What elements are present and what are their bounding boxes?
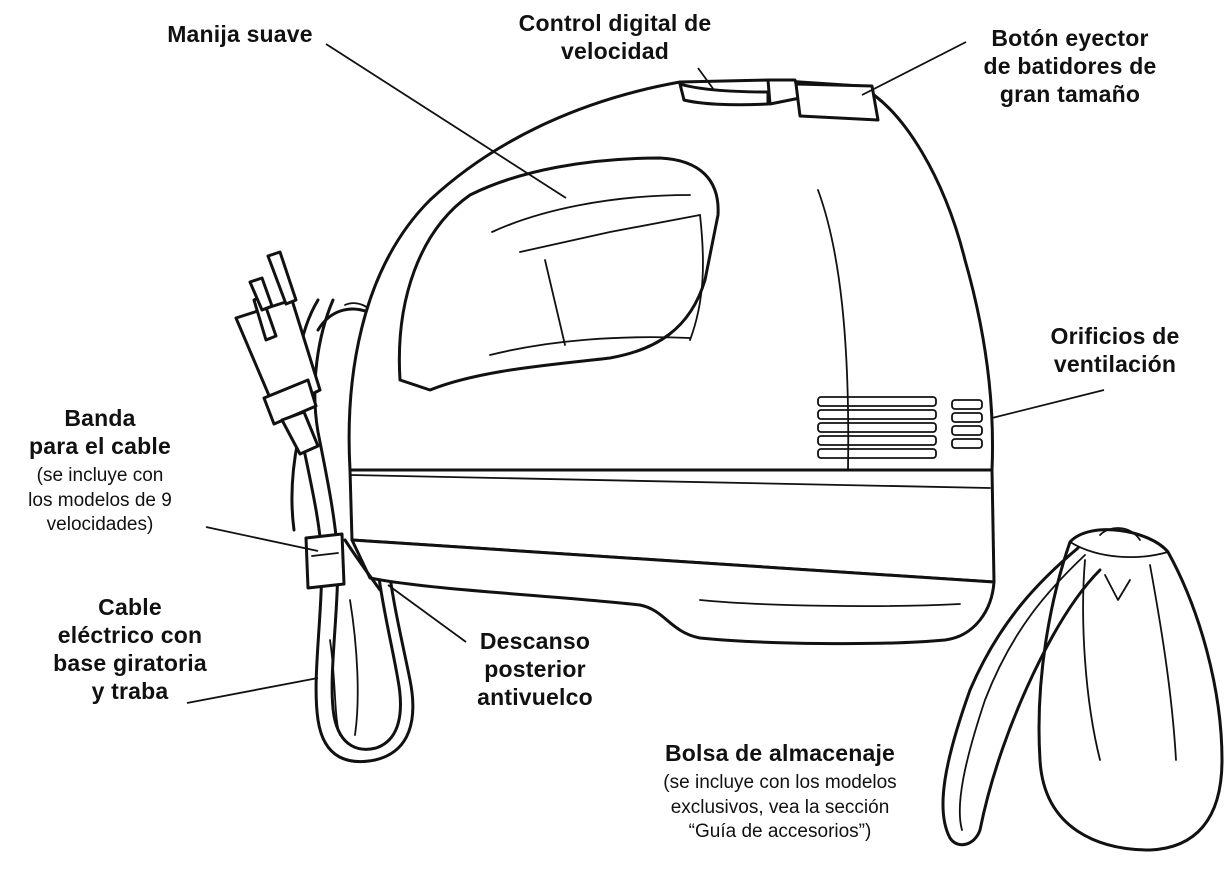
leader-ejector <box>861 41 967 96</box>
mixer-body <box>343 78 996 646</box>
label-cord-band-line2: para el cable <box>29 433 171 460</box>
storage-bag <box>941 527 1224 852</box>
label-cord-band-line1: Banda <box>64 405 136 431</box>
label-cord-band-note2: los modelos de 9 <box>28 489 172 511</box>
leader-vents <box>991 389 1105 419</box>
leader-cord-band <box>205 526 319 552</box>
label-storage-bag-note2: exclusivos, vea la sección <box>670 796 890 818</box>
label-ejector-line1: Botón eyector <box>991 25 1149 51</box>
cord-band <box>304 532 346 590</box>
label-power-cord-line3: base giratoria <box>53 650 207 677</box>
label-ejector-line3: gran tamaño <box>999 81 1141 108</box>
label-heel-rest: Descanso posterior antivuelco <box>455 627 615 711</box>
label-speed-control: Control digital de velocidad <box>490 9 740 65</box>
leader-handle <box>325 43 567 199</box>
plug <box>234 250 322 456</box>
label-cord-band-note3: velocidades) <box>46 514 154 536</box>
label-storage-bag-note1: (se incluye con los modelos <box>663 772 897 794</box>
label-power-cord-line4: y traba <box>91 678 169 705</box>
label-handle: Manija suave <box>150 20 330 48</box>
leader-power-cord <box>186 677 319 704</box>
label-vents-line2: ventilación <box>1053 351 1177 378</box>
label-handle-line1: Manija suave <box>167 21 313 47</box>
label-cord-band: Banda para el cable (se incluye con los … <box>0 404 200 538</box>
label-heel-rest-line1: Descanso <box>479 628 591 654</box>
label-speed-control-line1: Control digital de <box>518 10 712 36</box>
leader-lines <box>186 41 1105 704</box>
label-power-cord-line2: eléctrico con <box>57 622 203 649</box>
label-power-cord-line1: Cable <box>98 594 162 620</box>
label-vents: Orificios de ventilación <box>1030 322 1200 378</box>
leader-heel-rest <box>387 584 467 643</box>
label-heel-rest-line3: antivuelco <box>477 684 593 711</box>
label-speed-control-line2: velocidad <box>561 38 669 65</box>
leader-speed-control <box>697 67 715 91</box>
ventilation-slots <box>817 396 983 459</box>
label-storage-bag-note3: “Guía de accesorios”) <box>688 821 872 843</box>
label-storage-bag-line1: Bolsa de almacenaje <box>664 740 896 766</box>
label-cord-band-note1: (se incluye con <box>36 465 164 487</box>
label-heel-rest-line2: posterior <box>484 656 586 683</box>
label-ejector-line2: de batidores de <box>983 53 1157 80</box>
label-vents-line1: Orificios de <box>1050 323 1180 349</box>
label-power-cord: Cable eléctrico con base giratoria y tra… <box>40 593 220 705</box>
label-ejector: Botón eyector de batidores de gran tamañ… <box>955 24 1185 108</box>
label-storage-bag: Bolsa de almacenaje (se incluye con los … <box>620 739 940 845</box>
